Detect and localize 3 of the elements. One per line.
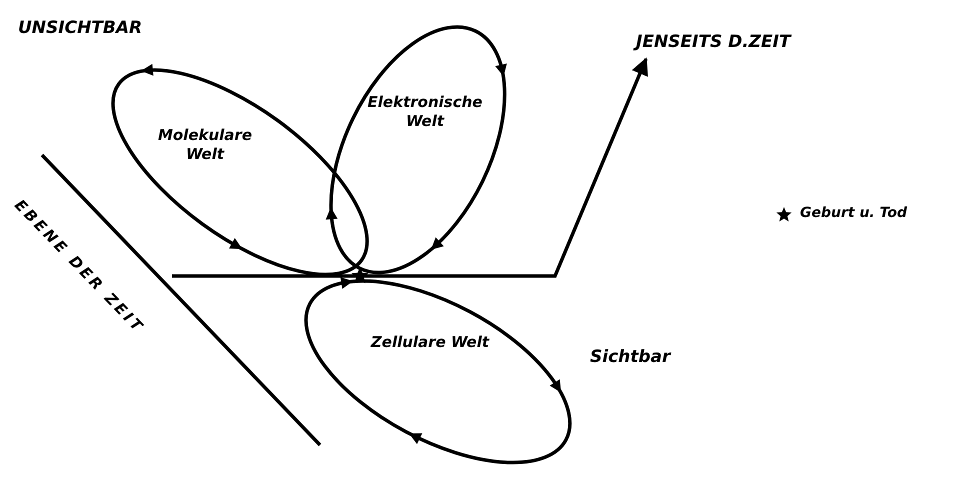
- label-text: Sichtbar: [590, 347, 670, 367]
- label-text: UNSICHTBAR: [18, 18, 142, 38]
- legend-text: Geburt u. Tod: [800, 205, 907, 221]
